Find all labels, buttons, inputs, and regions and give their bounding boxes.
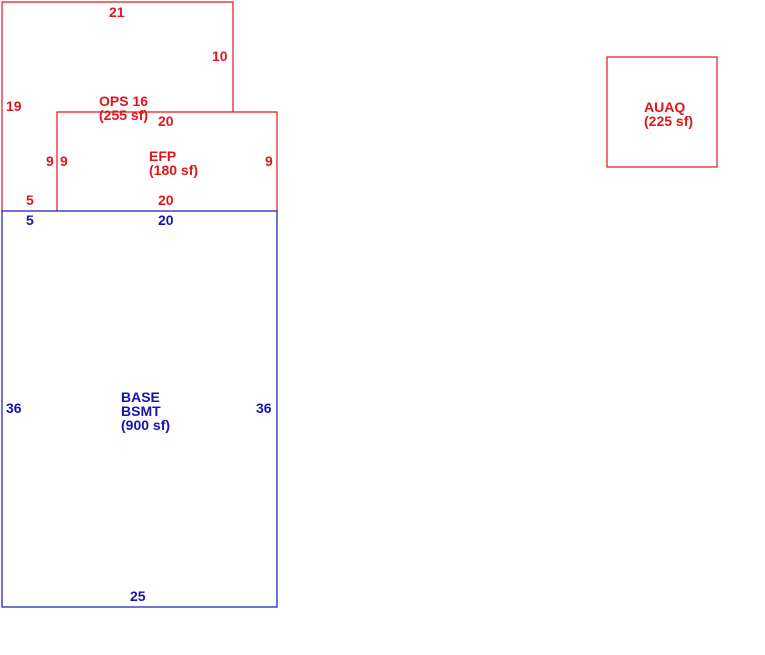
efp-dim-bottom: 20 bbox=[158, 192, 174, 208]
ops-dim-right: 10 bbox=[212, 48, 228, 64]
auaq-area: (225 sf) bbox=[644, 113, 693, 129]
ops-dim-left: 19 bbox=[6, 98, 22, 114]
efp-dim-top: 20 bbox=[158, 113, 174, 129]
ops-dim-inner-left: 9 bbox=[46, 153, 54, 169]
base-name-line2: BSMT bbox=[121, 403, 161, 419]
base-dim-right: 36 bbox=[256, 400, 272, 416]
efp-name: EFP bbox=[149, 148, 176, 164]
ops-name: OPS 16 bbox=[99, 93, 148, 109]
base-dim-top-left: 5 bbox=[26, 212, 34, 228]
ops-area: (255 sf) bbox=[99, 107, 148, 123]
ops-dim-top: 21 bbox=[109, 4, 125, 20]
auaq-outline bbox=[606, 56, 718, 168]
base-name-line1: BASE bbox=[121, 389, 160, 405]
ops-dim-bottom: 5 bbox=[26, 192, 34, 208]
efp-outline bbox=[56, 111, 278, 211]
base-dim-left: 36 bbox=[6, 400, 22, 416]
base-dim-bottom: 25 bbox=[130, 588, 146, 604]
efp-area: (180 sf) bbox=[149, 162, 198, 178]
base-dim-top: 20 bbox=[158, 212, 174, 228]
efp-dim-right: 9 bbox=[265, 153, 273, 169]
efp-dim-left: 9 bbox=[60, 153, 68, 169]
auaq-name: AUAQ bbox=[644, 99, 685, 115]
base-bsmt-outline bbox=[1, 210, 278, 608]
base-area: (900 sf) bbox=[121, 417, 170, 433]
ops-outline bbox=[1, 1, 234, 211]
